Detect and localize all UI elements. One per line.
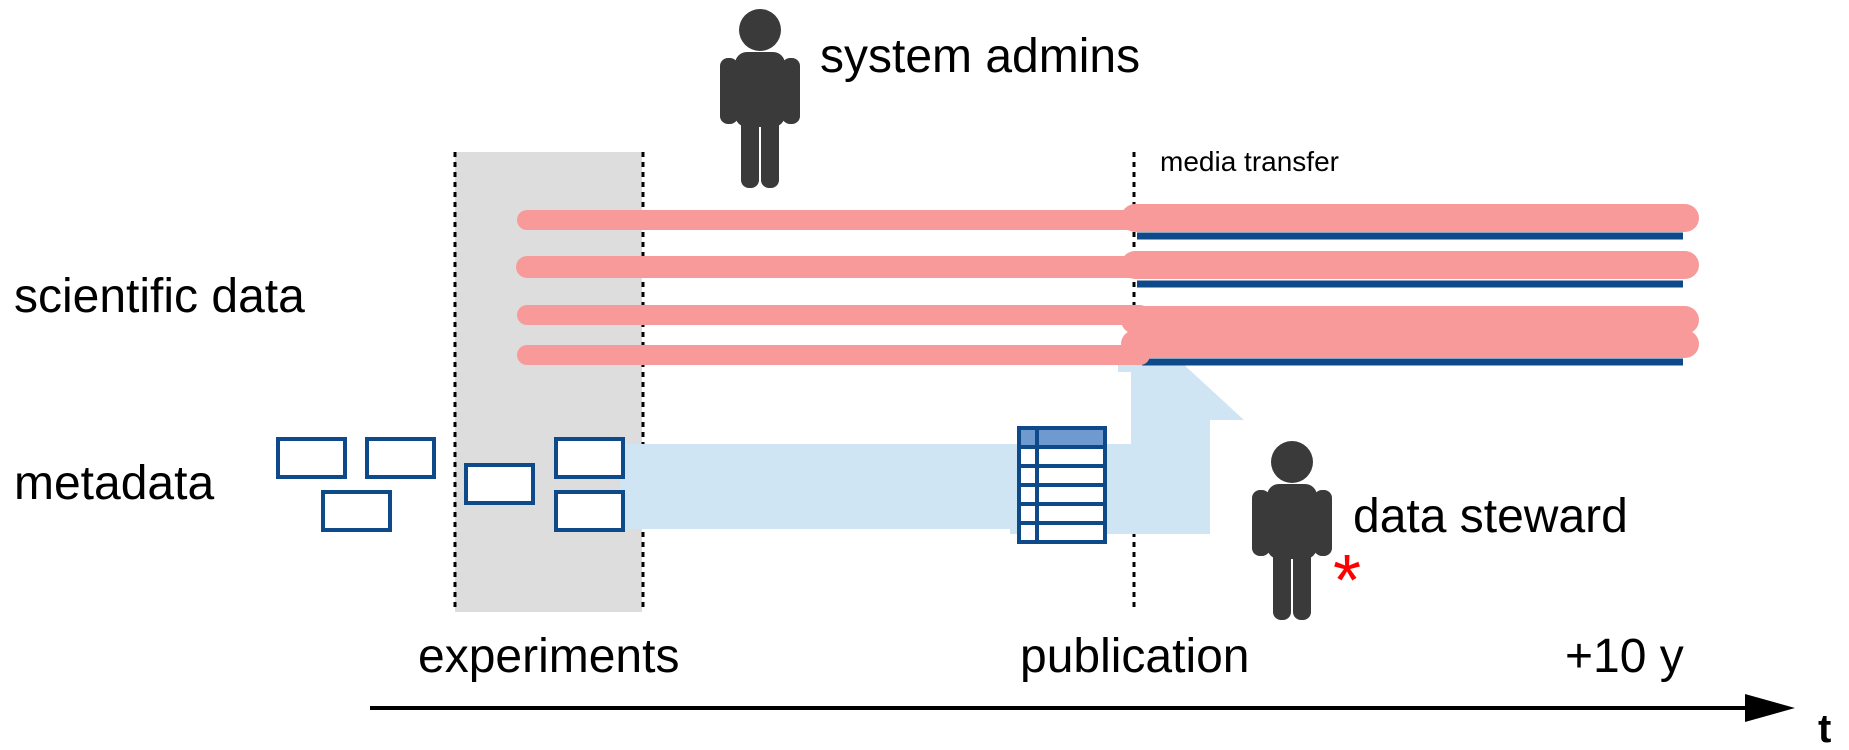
- scientific-data-label: scientific data: [14, 270, 305, 323]
- metadata-record: [554, 437, 625, 479]
- experiments-label: experiments: [418, 630, 679, 683]
- time-axis-label: t: [1818, 707, 1831, 750]
- data-steward-label: data steward: [1353, 490, 1628, 543]
- person-icon: [720, 9, 800, 188]
- metadata-record: [464, 463, 535, 505]
- publication-label: publication: [1020, 630, 1250, 683]
- metadata-records: [276, 437, 625, 532]
- table-icon: [1017, 426, 1107, 544]
- person-icon: [1252, 441, 1332, 620]
- scientific-data-streams: [516, 204, 1699, 365]
- plus-10y-label: +10 y: [1565, 630, 1684, 683]
- metadata-record: [321, 490, 392, 532]
- metadata-record: [365, 437, 436, 479]
- asterisk-mark: *: [1333, 541, 1361, 621]
- media-lines: [1137, 232, 1683, 366]
- metadata-flow-band: [620, 444, 1030, 529]
- metadata-record: [276, 437, 347, 479]
- time-axis-arrowhead: [1745, 694, 1795, 722]
- metadata-label: metadata: [14, 457, 214, 510]
- media-transfer-label: media transfer: [1160, 146, 1339, 177]
- metadata-record: [554, 490, 625, 532]
- system-admins-label: system admins: [820, 30, 1140, 83]
